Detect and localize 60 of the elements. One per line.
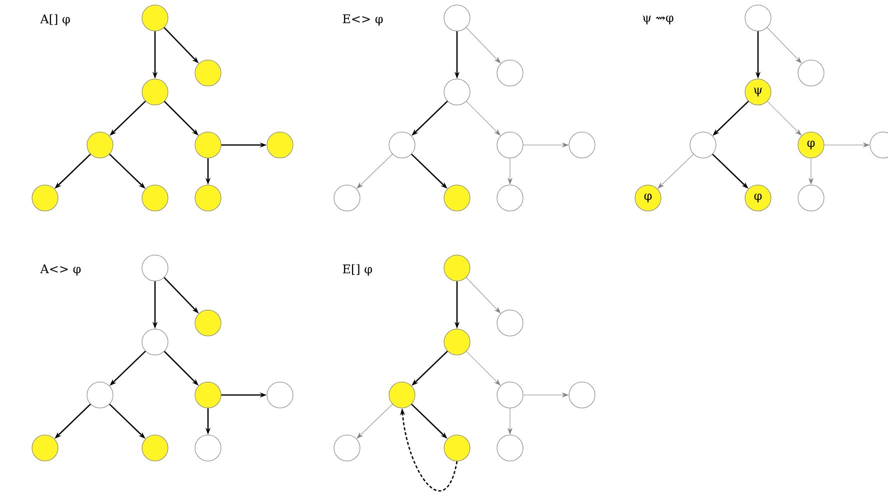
state-circle (798, 184, 824, 212)
state-circle (32, 184, 58, 212)
state-circle (444, 328, 470, 356)
arrow (466, 277, 501, 314)
state-circle (496, 60, 524, 86)
state-circle (334, 184, 360, 212)
state-circle (86, 382, 114, 408)
arrow (508, 158, 512, 184)
formula-label: E<> φ (342, 14, 383, 26)
formula-label: E[] φ (342, 264, 372, 276)
state-circle (690, 132, 716, 158)
state-circle (142, 328, 168, 356)
arrow (523, 392, 568, 398)
state-circle (86, 132, 114, 158)
state-circle (142, 4, 168, 32)
formula-label: ψ ⇝φ (642, 16, 674, 24)
state-circle (32, 434, 58, 462)
state-circle (194, 184, 222, 212)
state-circle (496, 310, 524, 336)
state-circle (266, 132, 294, 158)
state-circle (568, 132, 596, 158)
state-circle (266, 382, 294, 408)
arrow (767, 101, 802, 136)
state-circle (798, 60, 824, 86)
arrow (466, 27, 501, 64)
state-circle (496, 382, 524, 408)
state-circle (142, 184, 168, 212)
arrow (356, 154, 393, 189)
arrow (808, 158, 814, 184)
state-circle (142, 78, 168, 106)
state-circle (334, 434, 360, 462)
arrow (824, 142, 870, 148)
state-circle (388, 382, 416, 408)
state-circle (444, 4, 470, 32)
state-circle (444, 184, 470, 212)
state-circle (142, 254, 168, 282)
state-circle (388, 132, 416, 158)
state-circle (496, 132, 524, 158)
state-circle (568, 382, 596, 408)
state-circle (142, 434, 168, 462)
formula-label: A[] φ (40, 14, 70, 26)
state-circle (496, 434, 524, 462)
state-circle (194, 132, 222, 158)
formula-label: A<> φ (40, 264, 81, 276)
arrow (523, 142, 568, 148)
arrow (466, 101, 500, 136)
arrow (356, 404, 393, 439)
arrow (508, 408, 512, 434)
arrow (658, 154, 694, 189)
state-circle (444, 254, 470, 282)
state-circle (744, 4, 772, 32)
state-circle (194, 434, 222, 462)
state-circle (194, 60, 222, 86)
state-circle (194, 310, 222, 336)
arrow (766, 27, 802, 64)
state-circle (444, 78, 470, 106)
state-circle (496, 184, 524, 212)
state-circle (194, 382, 222, 408)
state-circle (444, 434, 470, 462)
arrow (466, 351, 500, 386)
